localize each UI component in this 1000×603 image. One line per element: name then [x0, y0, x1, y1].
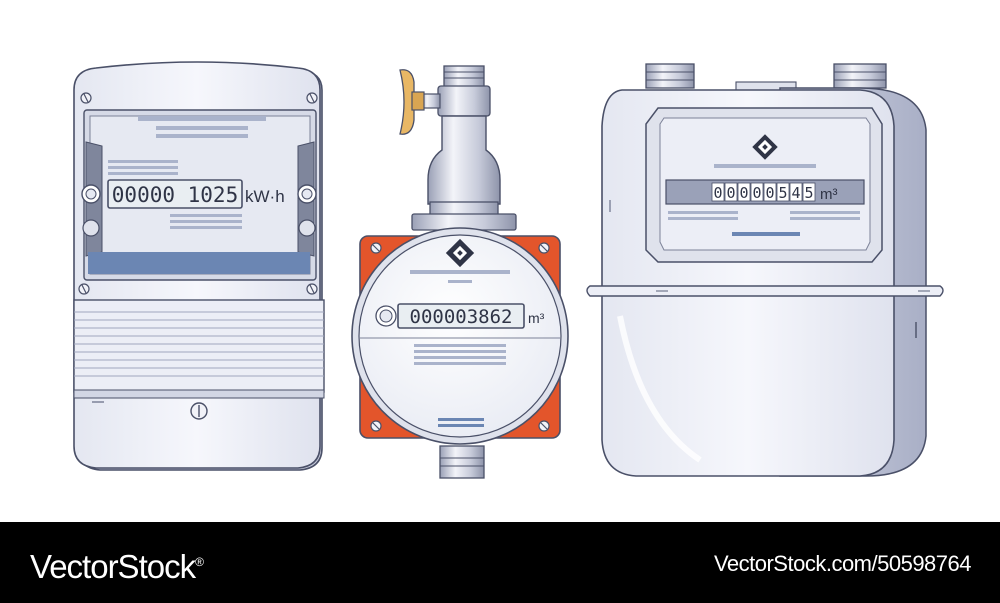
screw-icon — [306, 92, 318, 104]
gas-digit: 0 — [752, 184, 761, 202]
gas-digit-cell — [737, 182, 751, 202]
water-reading: 000003862 — [410, 306, 513, 328]
electric-lcd — [107, 179, 243, 209]
gas-digit-cell — [776, 182, 790, 202]
electric-reading: 00000 1025 — [112, 183, 238, 207]
gas-digit: 0 — [765, 184, 774, 202]
gas-digit-cell — [724, 182, 738, 202]
screw-icon — [80, 92, 92, 104]
vectorstock-logo: VectorStock® — [30, 540, 204, 589]
gas-digit-cell — [711, 182, 725, 202]
button-icon — [375, 305, 397, 327]
screw-icon — [190, 402, 208, 420]
gas-digit-cell — [750, 182, 764, 202]
screw-icon — [306, 283, 318, 295]
gas-digit: 5 — [804, 184, 813, 202]
gas-digit-cell — [802, 182, 816, 202]
electric-meter: 00000 1025 kW·h — [73, 61, 325, 471]
valve-handle — [399, 69, 415, 135]
water-meter: 000003862 m³ — [351, 65, 569, 479]
gas-digit: 4 — [791, 184, 800, 202]
electric-unit: kW·h — [245, 187, 285, 206]
gas-unit: m³ — [820, 186, 838, 203]
water-unit: m³ — [528, 310, 545, 326]
gas-digit: 0 — [739, 184, 748, 202]
gas-digit-cell — [763, 182, 777, 202]
button-icon — [297, 184, 317, 204]
gas-digit-cell — [789, 182, 803, 202]
water-lcd — [397, 303, 525, 329]
gas-digit: 0 — [726, 184, 735, 202]
button-icon — [81, 184, 101, 204]
gas-digit: 5 — [778, 184, 787, 202]
image-id: VectorStock.com/50598764 — [713, 551, 972, 576]
screw-icon — [78, 283, 90, 295]
water-dial — [358, 234, 562, 438]
meters-illustration: 00000 1025 kW·h — [73, 61, 944, 479]
registered-mark: ® — [195, 555, 204, 569]
brand-name: VectorStock — [30, 548, 196, 585]
gas-digit: 0 — [713, 184, 722, 202]
logo-diamond-icon — [752, 134, 778, 160]
label-strip — [88, 252, 310, 274]
footer-banner — [0, 522, 1000, 603]
